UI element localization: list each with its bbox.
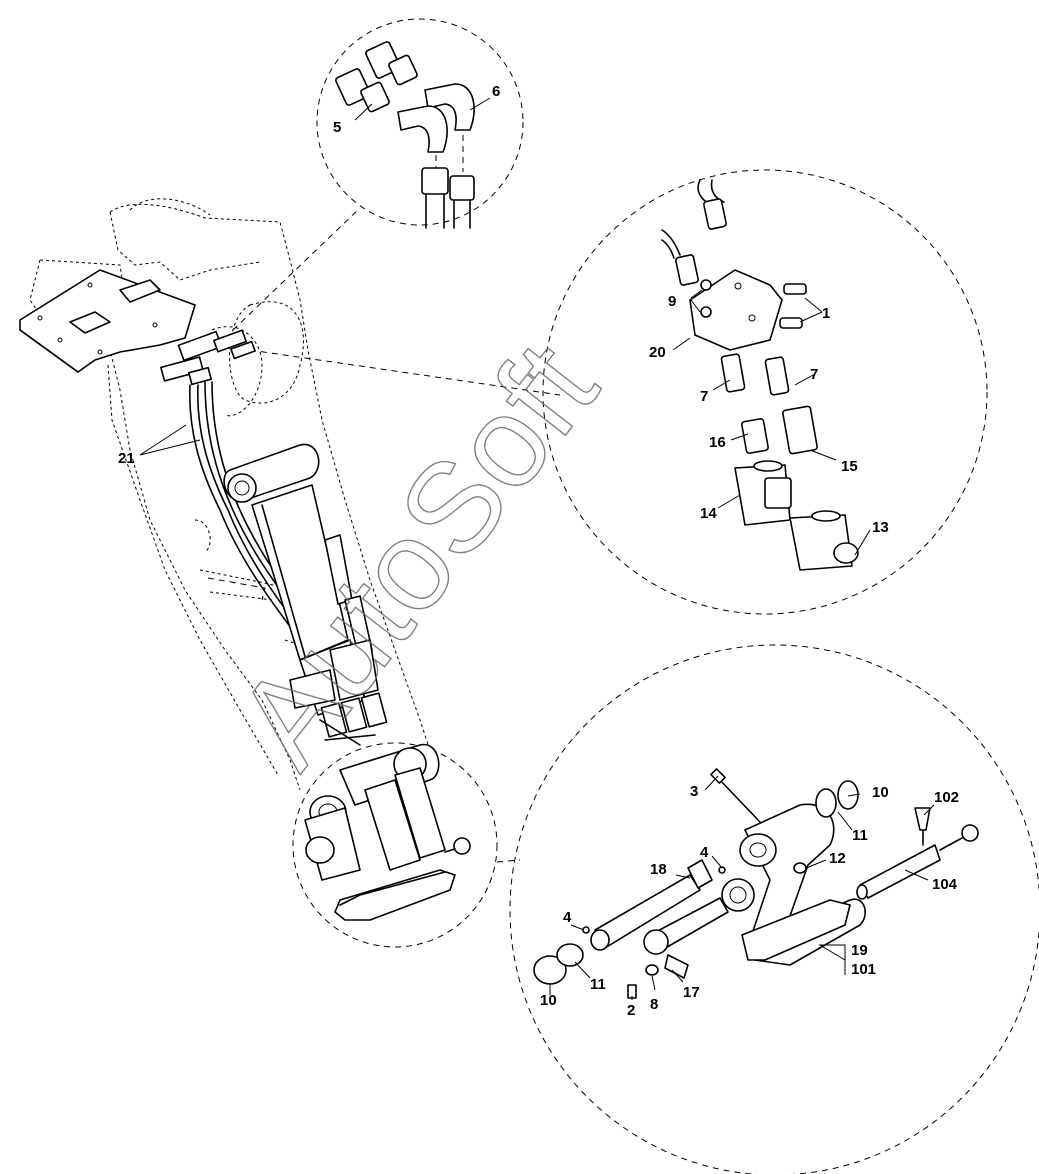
detail-circle-couplers: [542, 169, 988, 615]
callout-8: 8: [650, 996, 658, 1013]
callout-102: 102: [934, 789, 959, 806]
detail-circle-small-pivot: [292, 742, 498, 948]
frame-bracket: [207, 577, 266, 601]
callout-13: 13: [872, 519, 889, 536]
detail-link-top: [232, 207, 361, 331]
callout-7-right: 7: [810, 366, 818, 383]
detail-link-right: [249, 349, 561, 396]
callout-3: 3: [690, 783, 698, 800]
leader-lines: [139, 97, 935, 1000]
callout-5: 5: [333, 119, 341, 136]
callout-16: 16: [709, 434, 726, 451]
callout-14: 14: [700, 505, 717, 522]
detail-link-bottom: [496, 859, 521, 863]
detail-circle-pivot: [509, 644, 1039, 1174]
callout-1: 1: [822, 305, 830, 322]
plate-fittings: [160, 329, 256, 386]
callout-20: 20: [649, 344, 666, 361]
callout-4-lower: 4: [563, 909, 572, 926]
mounting-plate: [19, 269, 196, 373]
callout-101: 101: [851, 961, 876, 978]
main-pivot-assembly: [304, 743, 471, 921]
callout-6: 6: [492, 83, 500, 100]
detail-circle-fittings: [316, 18, 524, 226]
callout-10-bottom: 10: [540, 992, 557, 1009]
detail-pivot-parts: [533, 768, 979, 999]
callout-4-upper: 4: [700, 844, 709, 861]
callout-21: 21: [118, 450, 135, 467]
callout-11-top: 11: [852, 827, 868, 844]
callout-7-left: 7: [700, 388, 708, 405]
callout-15: 15: [841, 458, 858, 475]
valve-block: [289, 639, 388, 746]
detail-coupler-parts: [661, 179, 859, 571]
detail-fittings-parts: [335, 41, 475, 229]
callout-2: 2: [627, 1002, 635, 1019]
callout-19: 19: [851, 942, 868, 959]
callout-17: 17: [683, 984, 700, 1001]
boom-outline: [29, 198, 439, 791]
callout-9: 9: [668, 293, 676, 310]
callout-18: 18: [650, 861, 667, 878]
callout-10-top: 10: [872, 784, 889, 801]
callout-11-bottom: 11: [590, 976, 606, 993]
callout-104: 104: [932, 876, 958, 893]
callout-12: 12: [829, 850, 846, 867]
